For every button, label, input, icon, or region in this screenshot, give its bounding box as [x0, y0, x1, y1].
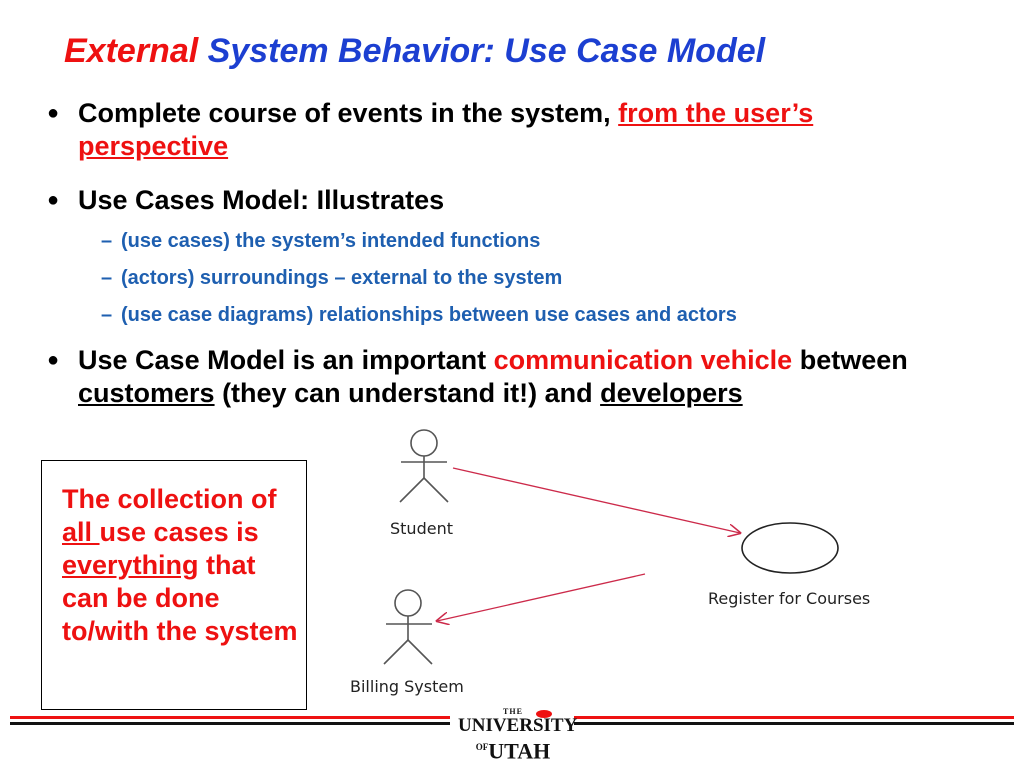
logo-utah: UTAH	[488, 738, 551, 764]
callout-text: The collection of all use cases is every…	[62, 484, 298, 646]
emphasis-user-perspective: from the user’s perspective	[78, 98, 814, 161]
logo-of: OF	[475, 742, 489, 752]
use-case-label: Register for Courses	[708, 589, 871, 608]
subpoint-diagrams: – (use case diagrams) relationships betw…	[101, 302, 961, 328]
logo-the: THE	[503, 707, 523, 716]
bullet-dot-icon: ●	[47, 102, 60, 124]
actor-label-student: Student	[390, 519, 453, 538]
subpoint-use-cases: – (use cases) the system’s intended func…	[101, 228, 961, 254]
dash-icon: –	[101, 304, 113, 326]
bullet-communication-vehicle: ● Use Case Model is an important communi…	[47, 344, 927, 410]
logo-swoosh-icon	[536, 710, 552, 718]
footer-rule-right-red	[574, 716, 1014, 719]
emphasis-developers: developers	[600, 378, 743, 408]
subpoint-text: (use case diagrams) relationships betwee…	[121, 304, 737, 326]
emphasis-customers: customers	[78, 378, 215, 408]
bullet-dot-icon: ●	[47, 189, 60, 211]
callout-box: The collection of all use cases is every…	[41, 460, 307, 710]
emphasis-communication-vehicle: communication vehicle	[493, 345, 793, 375]
actor-label-billing: Billing System	[350, 677, 464, 696]
logo-utah-line: OFUTAH	[458, 736, 568, 762]
dash-icon: –	[101, 267, 113, 289]
title-part-external: External	[64, 32, 199, 70]
logo-university: UNIVERSITY	[458, 715, 578, 736]
bullet-dot-icon: ●	[47, 349, 60, 371]
bullet-complete-course: ● Complete course of events in the syste…	[47, 97, 907, 163]
subpoint-text: (actors) surroundings – external to the …	[121, 267, 563, 289]
use-case-oval	[741, 522, 839, 574]
bullet-text: Use Case Model is an important communica…	[78, 345, 908, 408]
university-logo: THE UNIVERSITY OFUTAH	[458, 707, 578, 766]
footer-rule-right-black	[574, 722, 1014, 725]
bullet-text: Use Cases Model: Illustrates	[78, 185, 445, 215]
bullet-use-cases-model: ● Use Cases Model: Illustrates	[47, 184, 907, 217]
footer-rule-left-black	[10, 722, 450, 725]
billing-system-actor-icon	[383, 589, 433, 665]
bullet-text: Complete course of events in the system,…	[78, 98, 814, 161]
footer-rule-left-red	[10, 716, 450, 719]
student-actor-icon	[399, 429, 449, 503]
title-part-rest: System Behavior: Use Case Model	[207, 32, 766, 70]
slide-title: External System Behavior: Use Case Model	[64, 32, 765, 71]
subpoint-text: (use cases) the system’s intended functi…	[121, 230, 541, 252]
association-student-arrow	[452, 467, 740, 533]
dash-icon: –	[101, 230, 113, 252]
association-billing-arrow	[437, 573, 646, 621]
subpoint-actors: – (actors) surroundings – external to th…	[101, 265, 961, 291]
